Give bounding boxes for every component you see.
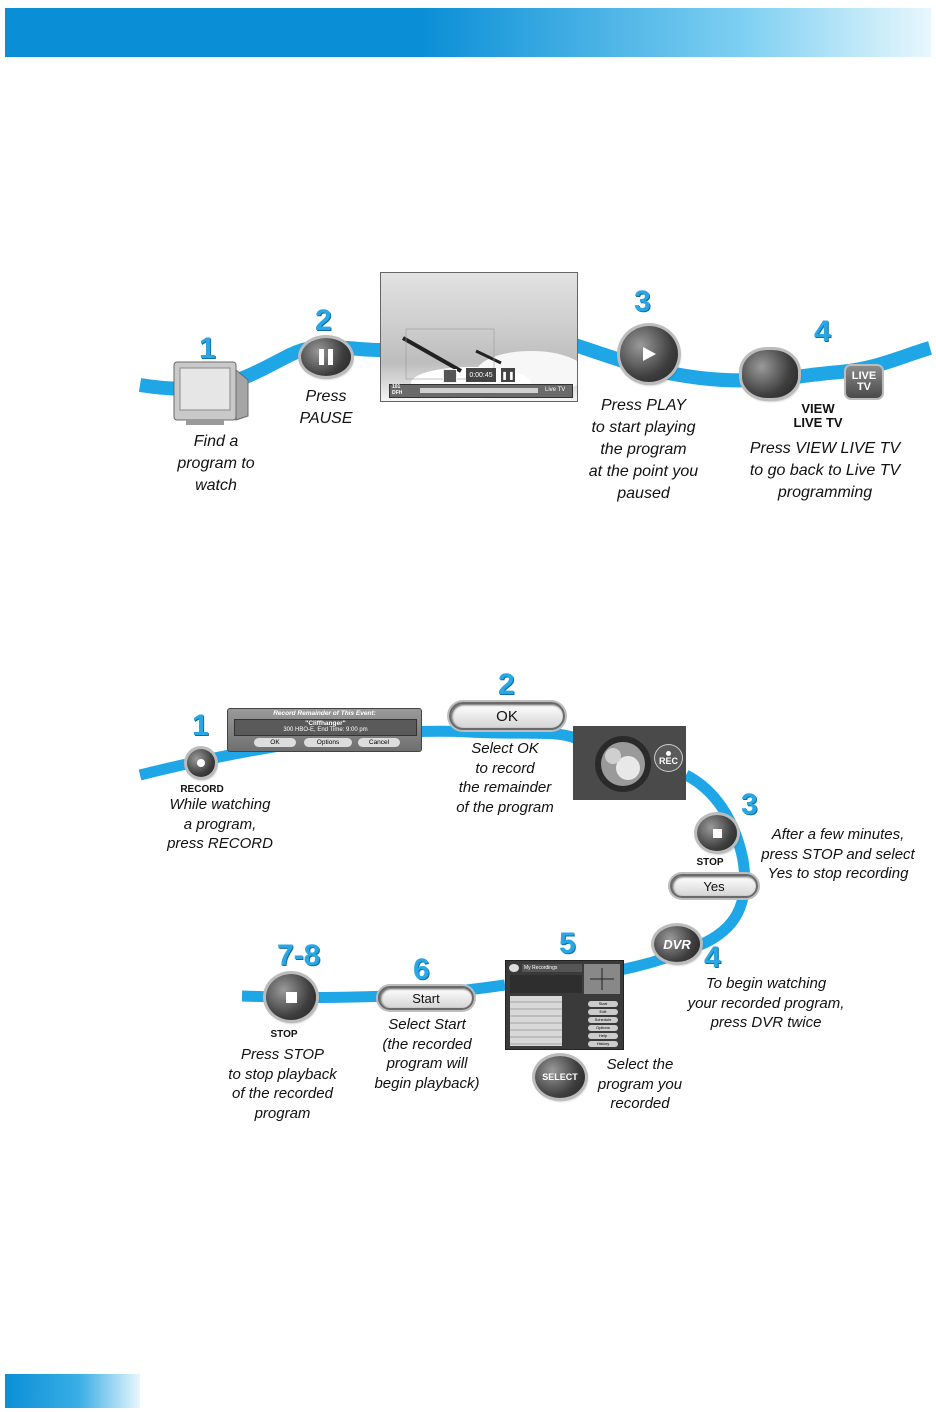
dialog-details: 300 HBO-E, End Time: 9:00 pm bbox=[283, 727, 368, 733]
start-button[interactable]: Start bbox=[378, 986, 474, 1010]
recordings-title: My Recordings bbox=[522, 964, 582, 972]
rec-step-7-8-number: 7-8 bbox=[277, 939, 321, 972]
rec-step-1-number: 1 bbox=[192, 709, 209, 742]
screen-channel: 101 DFH bbox=[392, 384, 403, 396]
paused-screen: 0:00:45 ❚❚ 101 DFH Live TV bbox=[380, 272, 578, 402]
my-recordings-screen: My Recordings Start Edit Schedule Option… bbox=[505, 960, 624, 1050]
dialog-options-button[interactable]: Options bbox=[304, 738, 352, 747]
live-tv-key-icon: LIVE TV bbox=[846, 366, 882, 398]
rec-step-3-caption: After a few minutes, press STOP and sele… bbox=[761, 826, 915, 882]
screen-progress-bar: 101 DFH Live TV bbox=[389, 384, 573, 398]
record-dialog: Record Remainder of This Event: "Cliffha… bbox=[227, 708, 422, 752]
stop-button-icon-2 bbox=[266, 974, 316, 1020]
recordings-info bbox=[510, 975, 582, 993]
recordings-preview bbox=[584, 964, 620, 994]
rec-step-4-caption: To begin watching your recorded program,… bbox=[687, 975, 845, 1031]
dialog-info-box: "Cliffhanger" 300 HBO-E, End Time: 9:00 … bbox=[234, 719, 417, 736]
step-4-number: 4 bbox=[814, 315, 831, 348]
dvr-button-icon: DVR bbox=[654, 926, 700, 962]
screen-time: 0:00:45 bbox=[466, 368, 496, 382]
recordings-schedule-button[interactable]: Schedule bbox=[588, 1017, 618, 1023]
recordings-edit-button[interactable]: Edit bbox=[588, 1009, 618, 1015]
recordings-history-button[interactable]: History bbox=[588, 1041, 618, 1047]
record-label: RECORD bbox=[180, 784, 224, 795]
step-3-number: 3 bbox=[634, 285, 651, 318]
rec-step-6-caption: Select Start (the recorded program will … bbox=[374, 1016, 480, 1092]
stop-button-icon bbox=[697, 815, 737, 851]
dialog-cancel-button[interactable]: Cancel bbox=[358, 738, 400, 747]
rec-step-6-number: 6 bbox=[413, 953, 430, 986]
dialog-ok-button[interactable]: OK bbox=[254, 738, 296, 747]
rec-step-4-number: 4 bbox=[704, 941, 721, 974]
step-2-caption: Press PAUSE bbox=[299, 388, 353, 427]
select-label: SELECT bbox=[542, 1072, 578, 1082]
rec-step-5-number: 5 bbox=[559, 927, 576, 960]
screen-cam-icon bbox=[443, 369, 457, 383]
screen-pause-icon: ❚❚ bbox=[501, 368, 515, 382]
rec-badge-text: REC bbox=[658, 755, 678, 766]
step-2-number: 2 bbox=[315, 304, 332, 337]
rec-screen: REC bbox=[573, 726, 686, 800]
header-bar bbox=[5, 8, 931, 57]
step-1-number: 1 bbox=[199, 332, 216, 365]
screen-progress-track bbox=[420, 388, 538, 393]
view-live-tv-button-icon bbox=[742, 350, 798, 398]
rec-badge: REC bbox=[654, 744, 683, 772]
footer-bar bbox=[5, 1374, 140, 1408]
step-4-caption: Press VIEW LIVE TV to go back to Live TV… bbox=[749, 440, 901, 501]
stop-label-2: STOP bbox=[270, 1029, 298, 1040]
play-button-icon bbox=[620, 326, 678, 382]
view-live-tv-label: VIEW LIVE TV bbox=[793, 401, 843, 430]
rec-step-2-number: 2 bbox=[498, 668, 515, 701]
ok-button[interactable]: OK bbox=[449, 702, 565, 730]
recordings-start-button[interactable]: Start bbox=[588, 1001, 618, 1007]
tv-icon bbox=[172, 360, 250, 426]
select-button-icon: SELECT bbox=[535, 1056, 585, 1098]
dialog-title: Record Remainder of This Event: bbox=[273, 710, 376, 717]
recordings-list[interactable] bbox=[510, 996, 562, 1046]
rec-step-7-8-caption: Press STOP to stop playback of the recor… bbox=[228, 1046, 337, 1122]
step-1-caption: Find a program to watch bbox=[177, 433, 255, 494]
record-button-icon bbox=[187, 749, 215, 777]
rec-step-2-caption: Select OK to record the remainder of the… bbox=[456, 740, 554, 816]
step-3-caption: Press PLAY to start playing the program … bbox=[588, 397, 699, 502]
yes-button[interactable]: Yes bbox=[670, 874, 758, 898]
rec-step-1-caption: While watching a program, press RECORD bbox=[167, 796, 273, 852]
recordings-logo-icon bbox=[509, 964, 519, 972]
rec-dot-icon bbox=[666, 750, 671, 756]
recordings-options-button[interactable]: Options bbox=[588, 1025, 618, 1031]
screen-mode: Live TV bbox=[545, 387, 566, 393]
recordings-help-button[interactable]: Help bbox=[588, 1033, 618, 1039]
stop-label: STOP bbox=[696, 857, 724, 868]
rec-step-3-number: 3 bbox=[741, 788, 758, 821]
rec-step-5-caption: Select the program you recorded bbox=[597, 1056, 683, 1112]
pause-button-icon bbox=[301, 338, 351, 376]
dvr-label: DVR bbox=[663, 936, 691, 952]
dialog-program: "Cliffhanger" bbox=[305, 720, 346, 727]
